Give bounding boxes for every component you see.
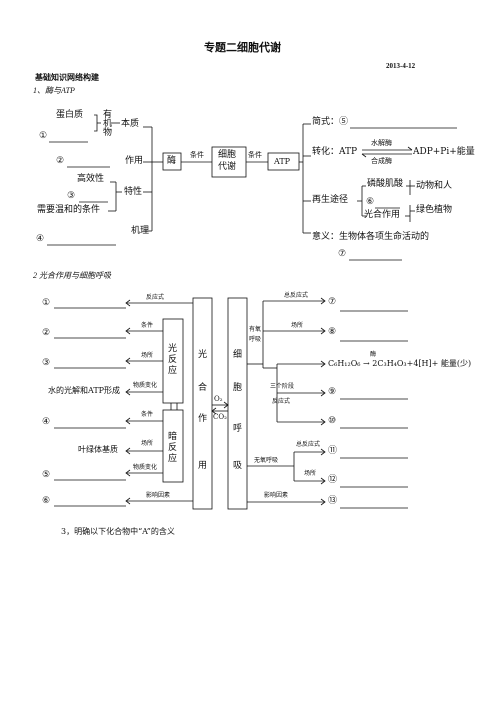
- yingxiang-left-label: 影响因素: [146, 492, 171, 499]
- dark-reaction-char-1: 暗: [168, 432, 178, 442]
- zongfanying-label-2: 总反应式: [296, 441, 321, 448]
- yeluti-label: 叶绿体基质: [78, 445, 118, 454]
- gaoxiaoxing-label: 高效性: [77, 174, 105, 184]
- equation-enzyme-label: 酶: [370, 351, 377, 358]
- dark-reaction-char-3: 应: [168, 454, 178, 464]
- glycolysis-equation: C₆H₁₂O₆ → 2C₃H₄O₃+4[H]+ 能量(少): [328, 359, 472, 368]
- photosynthesis-char-1: 光: [198, 350, 208, 360]
- lvse-label: 绿色植物: [416, 205, 453, 215]
- youjiwu-char-1: 有: [103, 110, 113, 120]
- blank-number-6b: ⑥: [42, 496, 51, 506]
- aerobic-label-1: 有氧: [249, 326, 262, 333]
- texing-label: 特性: [124, 187, 143, 197]
- guanghe-zuoyong-label: 光合作用: [364, 210, 401, 220]
- three-stages-label-2: 反应式: [272, 398, 291, 405]
- respiration-char-3: 呼: [233, 424, 243, 434]
- synthase-label: 合成酶: [371, 157, 392, 165]
- yiyi-label: 意义：生物体各项生命活动的: [312, 232, 430, 242]
- blank-number-12b: ⑫: [328, 475, 338, 485]
- zuoyong-label: 作用: [125, 156, 144, 166]
- section-title: 基础知识网络构建: [35, 73, 99, 82]
- zaisheng-label: 再生途径: [312, 195, 349, 205]
- o2-label: O₂: [214, 395, 223, 403]
- youjiwu-char-2: 机: [103, 119, 113, 129]
- blank-number-7b: ⑦: [328, 297, 337, 307]
- dark-reaction-char-2: 反: [168, 443, 178, 453]
- light-reaction-char-2: 反: [168, 355, 178, 365]
- blank-number-6: ⑥: [366, 197, 375, 207]
- co2-label: CO₂: [213, 413, 227, 421]
- blank-number-2: ②: [56, 156, 65, 166]
- aerobic-label-2: 呼吸: [249, 336, 262, 343]
- benzhi-label: 本质: [121, 119, 140, 129]
- blank-number-4: ④: [36, 234, 45, 244]
- blank-number-2b: ②: [42, 328, 51, 338]
- section3-label: 3，明确以下化合物中“A”的含义: [61, 527, 175, 536]
- blank-number-13b: ⑬: [328, 496, 338, 506]
- tiaojian-label-1: 条件: [141, 322, 154, 329]
- blank-number-5b: ⑤: [42, 470, 51, 480]
- blank-number-8b: ⑧: [328, 327, 337, 337]
- respiration-char-2: 胞: [233, 383, 243, 393]
- photosynthesis-char-4: 用: [198, 461, 208, 471]
- jili-label: 机理: [131, 226, 150, 236]
- hydrolase-label: 水解酶: [371, 139, 392, 147]
- wenhe-label: 需要温和的条件: [37, 205, 101, 215]
- blank-number-3: ③: [67, 191, 76, 201]
- section1-label: 1、酶与ATP: [33, 86, 75, 95]
- changsuo-label-3: 场所: [291, 322, 304, 329]
- blank-number-9b: ⑨: [328, 387, 337, 397]
- page-title: 专题二细胞代谢: [204, 41, 281, 54]
- date-label: 2013-4-12: [386, 62, 416, 70]
- photosynthesis-char-3: 作: [198, 414, 208, 424]
- changsuo-label-2: 场所: [141, 440, 154, 447]
- wuzhi-label-1: 物质变化: [133, 382, 158, 389]
- light-reaction-char-3: 应: [168, 366, 178, 376]
- linsuan-label: 磷酸肌酸: [367, 179, 404, 189]
- respiration-char-4: 吸: [233, 461, 243, 471]
- blank-number-1: ①: [39, 131, 48, 141]
- fanyingshi-label: 反应式: [146, 294, 165, 301]
- jianshi-label: 简式：⑤: [312, 117, 349, 127]
- wuzhi-label-2: 物质变化: [133, 464, 158, 471]
- zhuanhua-label: 转化：ATP: [312, 147, 358, 157]
- blank-number-1b: ①: [42, 298, 51, 308]
- changsuo-label-4: 场所: [304, 470, 317, 477]
- youjiwu-char-3: 物: [103, 128, 113, 138]
- dongwu-label: 动物和人: [416, 181, 453, 191]
- tiaojian-label-2: 条件: [141, 411, 154, 418]
- blank-number-11b: ⑪: [328, 446, 338, 456]
- anaerobic-label: 无氧呼吸: [254, 457, 279, 464]
- daixie-label: 代谢: [218, 162, 237, 172]
- tiaojian-left-label: 条件: [190, 151, 204, 159]
- light-reaction-char-1: 光: [168, 344, 178, 354]
- tiaojian-right-label: 条件: [248, 151, 262, 159]
- respiration-char-1: 细: [233, 350, 243, 360]
- changsuo-label-1: 场所: [141, 352, 154, 359]
- blank-number-3b: ③: [42, 358, 51, 368]
- blank-number-4b: ④: [42, 417, 51, 427]
- zongfanying-label-1: 总反应式: [284, 292, 309, 299]
- section2-label: 2 光合作用与细胞呼吸: [33, 271, 111, 280]
- danbaizhi-label: 蛋白质: [56, 110, 84, 120]
- blank-number-7: ⑦: [338, 249, 347, 259]
- blank-number-10b: ⑩: [328, 416, 337, 426]
- yingxiang-right-label: 影响因素: [264, 492, 289, 499]
- photosynthesis-char-2: 合: [198, 383, 208, 393]
- three-stages-label-1: 三个阶段: [270, 383, 295, 390]
- guangjie-label: 水的光解和ATP形成: [48, 386, 121, 395]
- atp-products-label: ADP+Pi+能量: [413, 147, 475, 157]
- enzyme-box-label: 酶: [167, 156, 177, 166]
- atp-box-label: ATP: [274, 157, 291, 166]
- xibao-label: 细胞: [218, 150, 237, 160]
